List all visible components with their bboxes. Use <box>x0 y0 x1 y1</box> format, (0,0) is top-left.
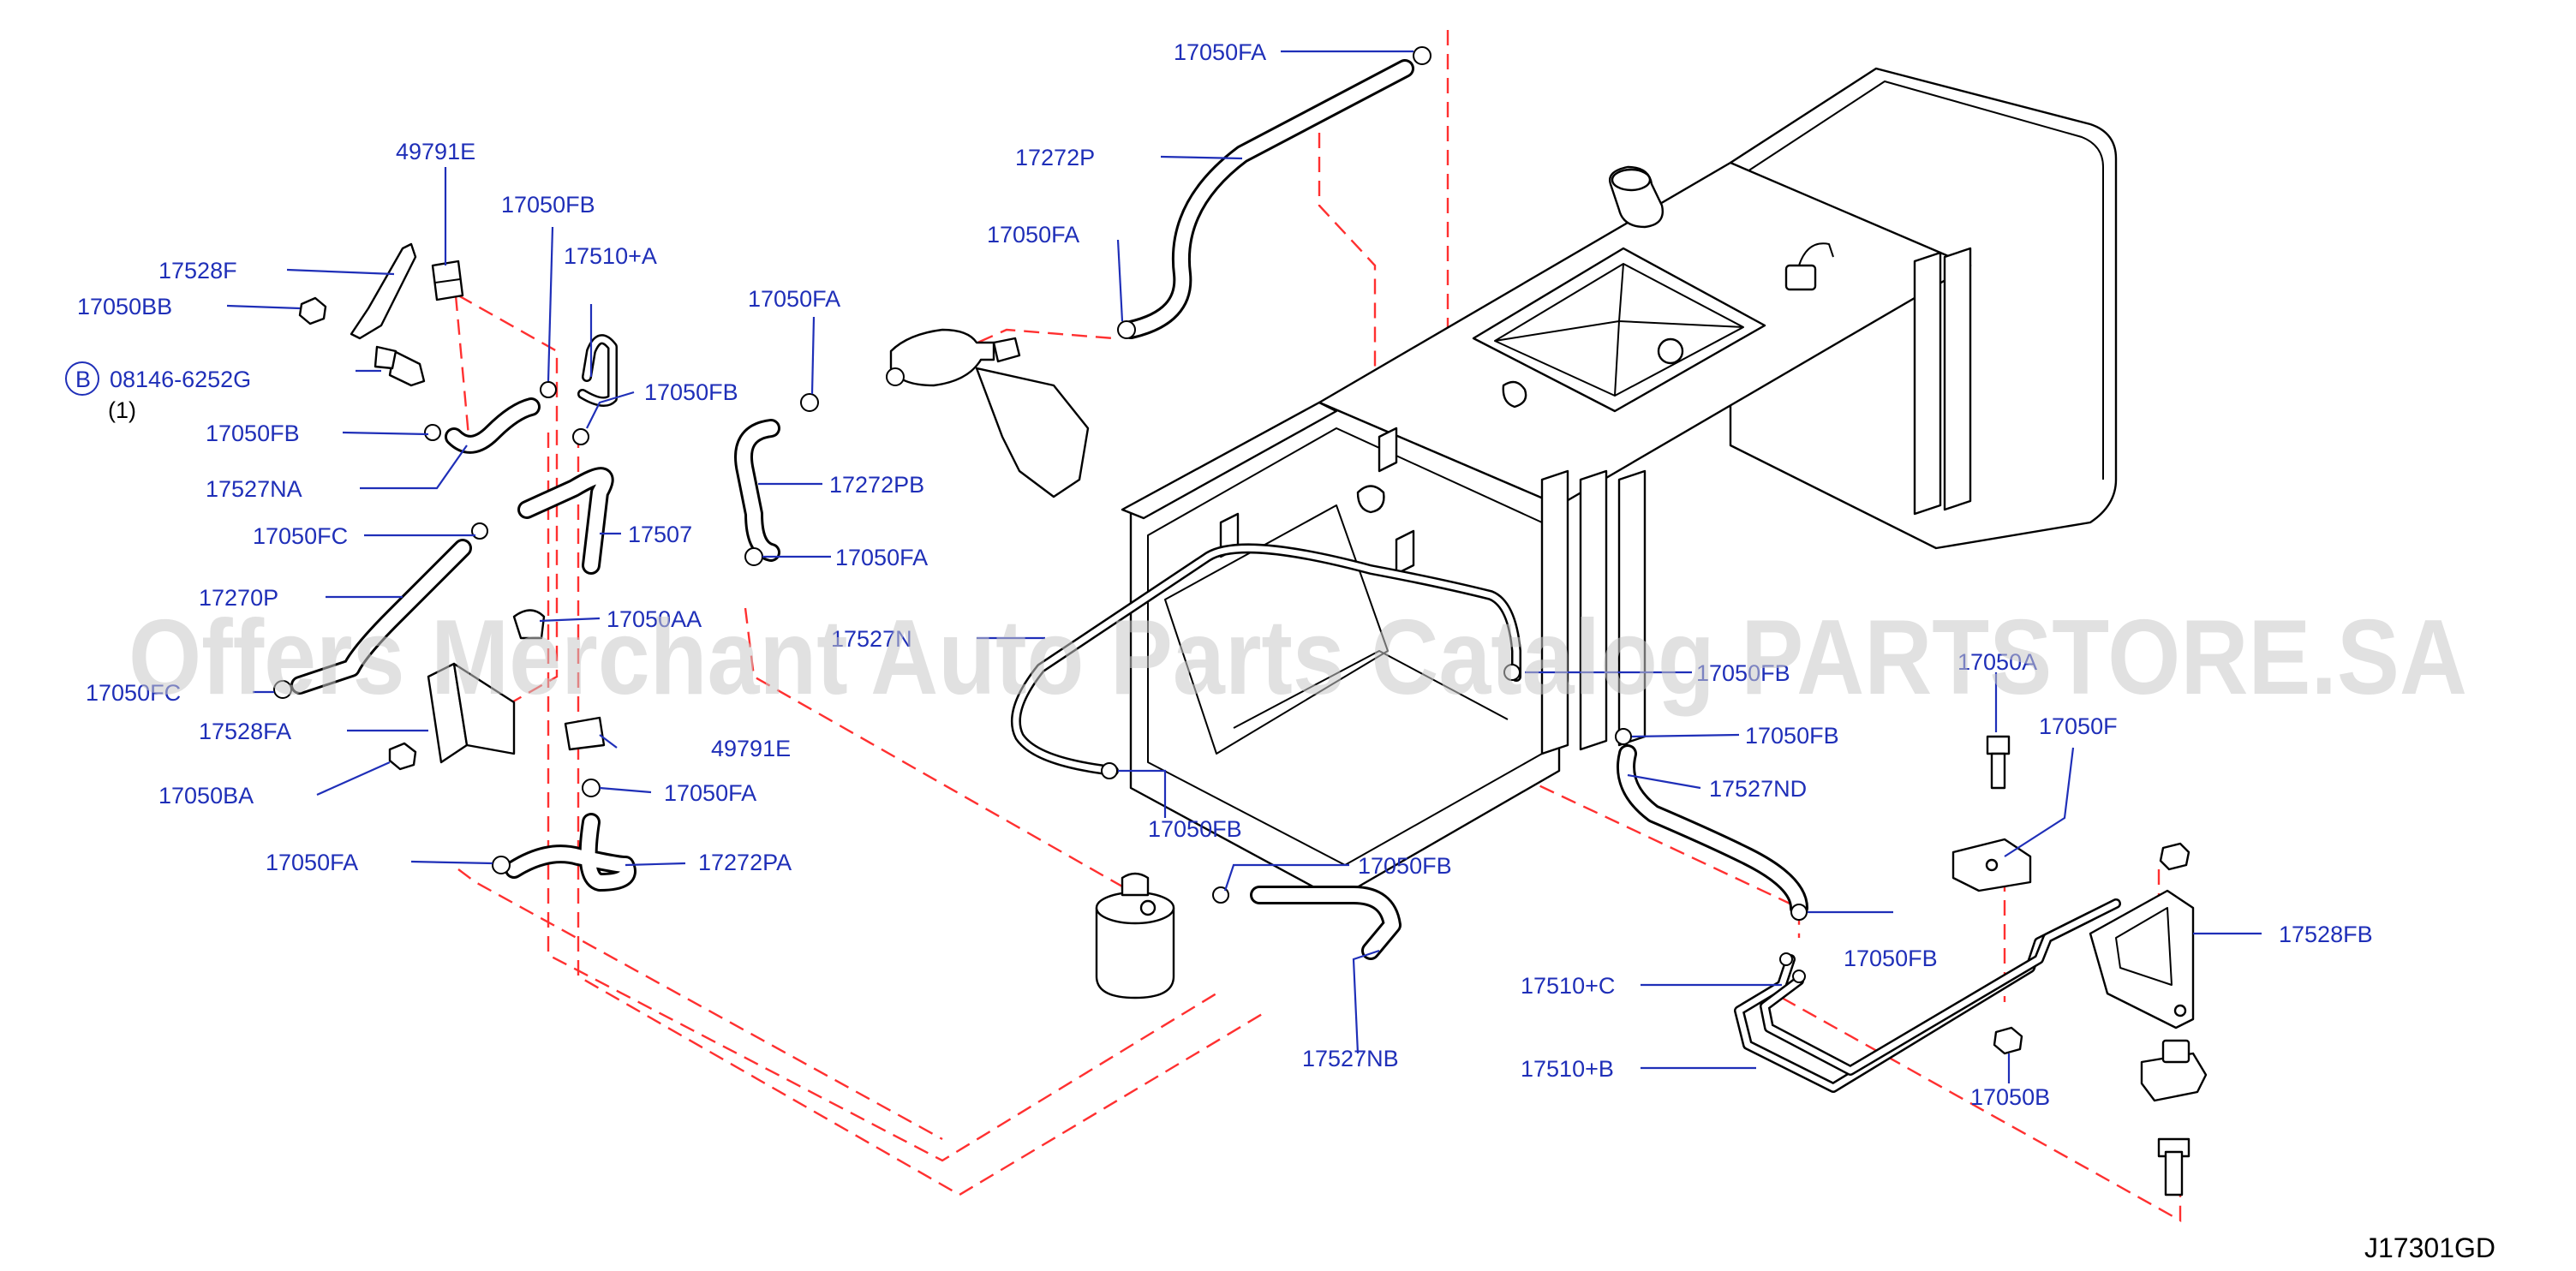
label-49791E-bot: 49791E <box>711 736 791 761</box>
label-17050FB-nd: 17050FB <box>1745 723 1839 749</box>
label-17050B: 17050B <box>1970 1084 2050 1110</box>
label-17527NA: 17527NA <box>206 476 302 502</box>
label-17050BA: 17050BA <box>158 783 254 809</box>
label-17510B: 17510+B <box>1521 1056 1614 1082</box>
label-17050FB-left: 17050FB <box>206 421 300 446</box>
label-17050FB-top: 17050FB <box>501 192 595 218</box>
label-17527N: 17527N <box>831 626 912 652</box>
label-17050F: 17050F <box>2039 713 2118 739</box>
assembly-lines <box>454 30 2182 1223</box>
label-17050FA-left: 17050FA <box>266 850 358 875</box>
watermark-text: Offers Merchant Auto Parts Catalog PARTS… <box>129 599 2467 717</box>
label-17507: 17507 <box>628 522 692 547</box>
small-parts <box>273 46 2208 1196</box>
label-17050FC-top: 17050FC <box>253 523 348 549</box>
label-17050AA: 17050AA <box>607 606 702 632</box>
label-17050FB-mid: 17050FB <box>644 379 738 405</box>
label-17050FC-bot: 17050FC <box>86 680 181 706</box>
label-17528F: 17528F <box>158 258 237 283</box>
label-17510C: 17510+C <box>1521 973 1615 999</box>
label-17528FB: 17528FB <box>2279 922 2373 947</box>
leader-lines <box>226 50 2262 1083</box>
label-17050FA-pb: 17050FA <box>748 286 840 312</box>
part-labels: 49791E 17528F 17050BB B 08146-6252G (1) … <box>65 39 2373 1110</box>
diagram-code: J17301GD <box>2364 1232 2495 1263</box>
label-bolt-prefix: B <box>75 367 91 392</box>
fuel-tank <box>1121 67 2118 901</box>
label-49791E-top: 49791E <box>396 139 475 164</box>
label-17528FA: 17528FA <box>199 719 291 744</box>
hoses <box>290 59 2121 1093</box>
label-17050FB-canister: 17050FB <box>1148 816 1242 842</box>
label-bolt-qty: (1) <box>108 397 136 423</box>
label-17050FB-nb: 17050FB <box>1358 853 1452 879</box>
bolt-circle-icon <box>65 361 99 396</box>
label-17527NB: 17527NB <box>1302 1046 1399 1071</box>
label-17510A: 17510+A <box>564 243 657 269</box>
label-17050FA-center: 17050FA <box>835 545 928 570</box>
label-17050FB-pipe: 17050FB <box>1844 946 1938 971</box>
label-17050A: 17050A <box>1957 649 2037 675</box>
label-17272PB: 17272PB <box>829 472 924 498</box>
label-17050FA-topright: 17050FA <box>1174 39 1266 65</box>
label-17270P: 17270P <box>199 585 278 611</box>
label-17050FB-tank: 17050FB <box>1696 660 1790 686</box>
label-17527ND: 17527ND <box>1709 776 1807 802</box>
label-08146-6252G: 08146-6252G <box>110 367 251 392</box>
label-17050FA-mid: 17050FA <box>987 222 1079 248</box>
label-17050FA-low: 17050FA <box>664 780 756 806</box>
label-17272PA: 17272PA <box>698 850 792 875</box>
label-17050BB: 17050BB <box>77 294 172 319</box>
label-17272P: 17272P <box>1015 145 1095 170</box>
